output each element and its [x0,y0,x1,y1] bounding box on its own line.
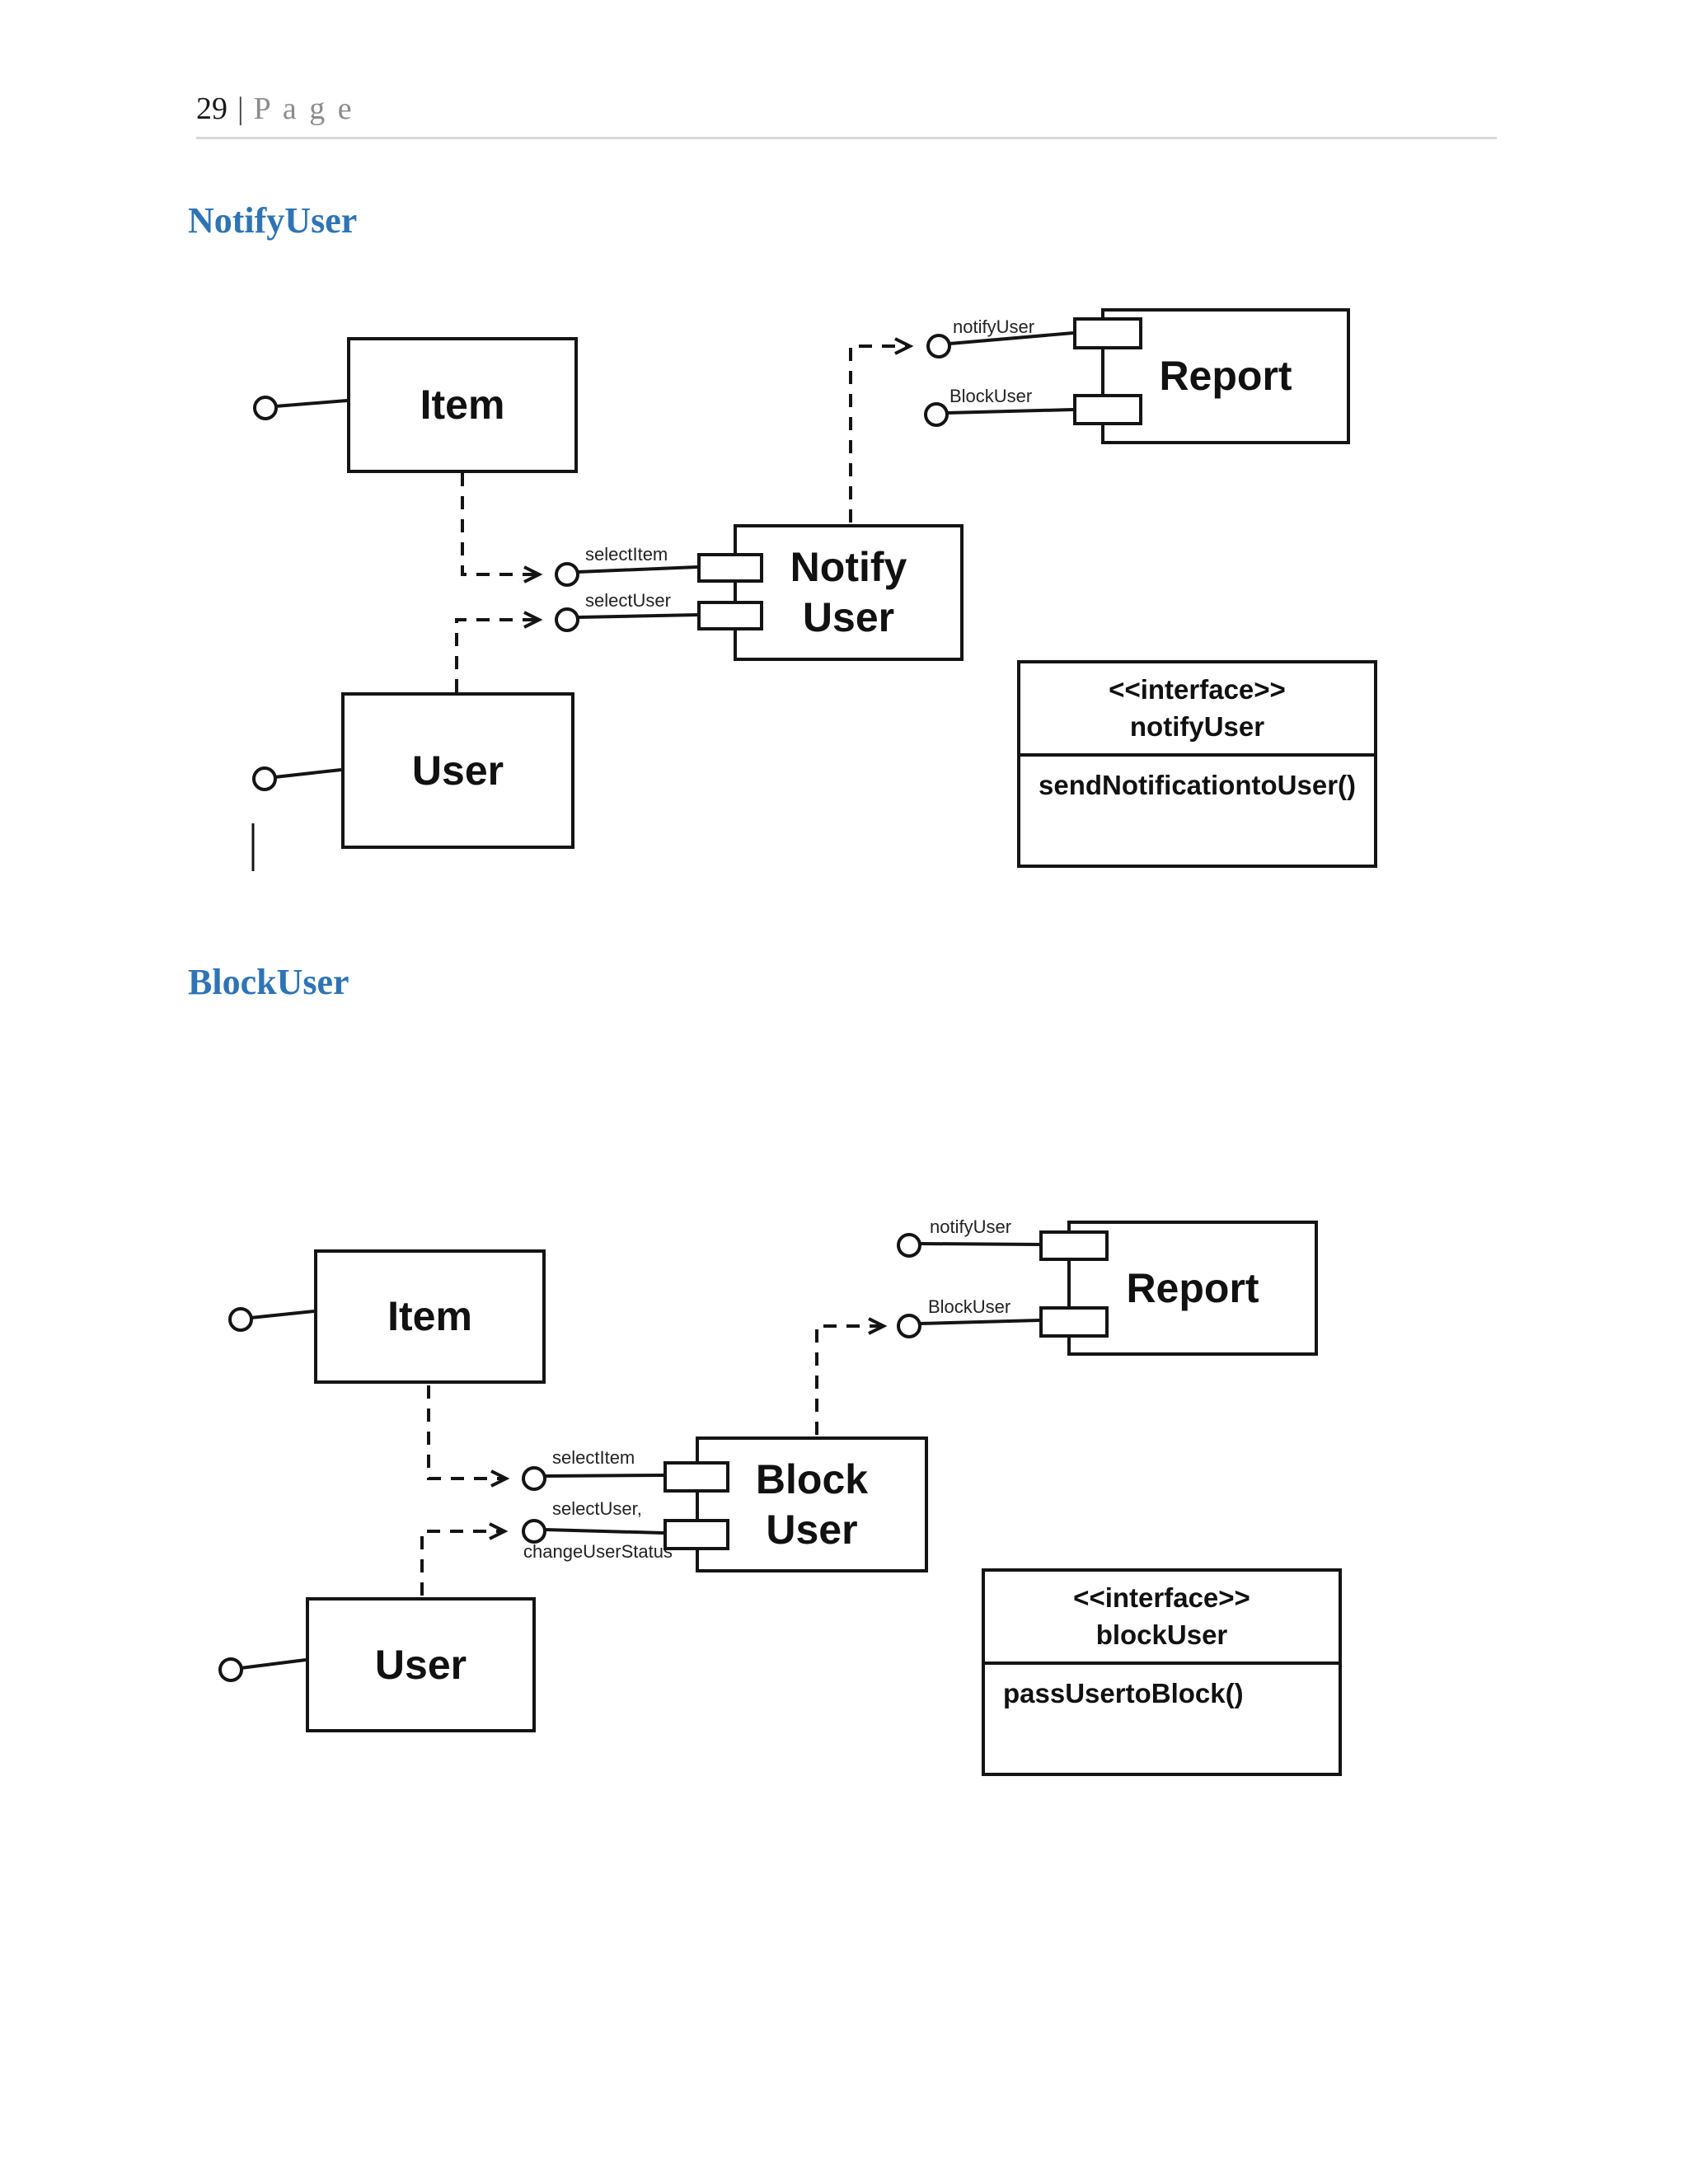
d1-interface-class-box: <<interface>> notifyUser sendNotificatio… [1017,660,1377,868]
d1-selectitem-arrowhead-icon [523,565,543,583]
header-rule [196,137,1497,139]
d1-selectuser-label: selectUser [585,590,671,611]
d2-selectitem-port [663,1461,729,1493]
d2-selectuser-port [663,1519,729,1550]
d1-item-component-box: Item [347,337,578,473]
d1-selectitem-label: selectItem [585,544,668,565]
d2-interface-title: <<interface>> blockUser [985,1572,1339,1665]
d2-item-component-box: Item [314,1249,546,1384]
d2-blockuser-label: BlockUser [928,1296,1011,1317]
d1-report-notifyuser-interface-icon [926,334,951,359]
d2-item-provided-interface-icon [228,1307,253,1332]
d1-user-lollipop-stem [274,768,342,779]
d2-user-provided-interface-icon [218,1657,243,1682]
d2-user-to-selectuser-dashed-connector [420,1530,503,1596]
d2-block-user-label: Block User [755,1455,869,1553]
d1-selectitem-interface-icon [555,562,579,587]
d2-user-label: User [374,1641,467,1688]
d2-selectuser-arrowhead-icon [489,1522,509,1540]
d1-selectitem-port-stem [577,565,698,574]
d1-interface-method: sendNotificationtoUser() [1039,770,1357,800]
d2-report-label: Report [1126,1264,1259,1311]
d1-user-to-selectuser-dashed-connector [455,618,537,692]
d2-report-blockuser-port [1039,1306,1109,1338]
d1-item-provided-interface-icon [253,396,278,420]
d1-selectuser-arrowhead-icon [523,611,543,629]
d1-user-label: User [411,747,504,794]
d1-notifyuser-label: notifyUser [953,316,1035,337]
d1-interface-title: <<interface>> notifyUser [1020,663,1374,757]
d1-report-blockuser-interface-icon [924,402,949,427]
d1-report-blockuser-port-stem [946,408,1074,415]
d1-notifyuser-arrowhead-icon [894,337,914,355]
d2-interface-method: passUsertoBlock() [1003,1678,1244,1708]
d1-report-notifyuser-port-stem [949,331,1074,345]
d2-selectitem-interface-icon [522,1466,546,1491]
page-header: 29 | P a g e [196,91,354,127]
d1-notifyuser-to-report-dashed-connector [849,344,908,523]
d1-report-label: Report [1159,353,1292,399]
d2-interface-class-box: <<interface>> blockUser passUsertoBlock(… [982,1568,1342,1776]
d1-user-component-box: User [341,692,574,849]
d1-item-to-selectitem-dashed-connector [461,473,537,576]
d1-selectitem-port [697,553,763,583]
d2-report-blockuser-port-stem [919,1319,1040,1325]
page-header-divider: | [237,91,244,126]
d2-item-label: Item [387,1293,472,1339]
d2-report-component-box: Report [1067,1221,1318,1356]
d1-blockuser-label: BlockUser [950,386,1033,406]
d2-notifyuser-label: notifyUser [930,1216,1012,1237]
d1-user-provided-interface-icon [252,766,277,791]
d2-report-notifyuser-port [1039,1230,1109,1261]
d2-interface-stereotype: <<interface>> [1073,1582,1250,1613]
d2-report-blockuser-interface-icon [897,1314,921,1338]
d1-selectuser-port [697,601,763,630]
d2-user-lollipop-stem [240,1658,307,1670]
d1-selectuser-interface-icon [555,607,579,632]
d2-item-lollipop-stem [250,1310,315,1319]
d2-changeuserstatus-label: changeUserStatus [523,1541,673,1562]
page-label: P a g e [253,91,354,126]
d2-selectitem-label: selectItem [552,1447,635,1468]
d2-interface-name: blockUser [1095,1619,1228,1650]
heading-notifyuser: NotifyUser [188,200,358,241]
d2-selectitem-arrowhead-icon [490,1469,510,1488]
d2-user-component-box: User [306,1597,536,1732]
d2-selectitem-port-stem [544,1474,664,1478]
d2-item-to-selectitem-dashed-connector [427,1385,504,1480]
d2-blockuser-arrowhead-icon [868,1317,888,1335]
page-number: 29 [196,91,227,126]
d2-selectuser-label: selectUser, [552,1498,642,1519]
d2-block-user-component-box: Block User [696,1436,928,1572]
d1-report-component-box: Report [1101,308,1350,444]
d1-selectuser-port-stem [577,613,698,619]
d1-notify-user-label: Notify User [790,544,907,640]
d1-report-notifyuser-port [1073,317,1142,349]
d2-blockuser-to-report-dashed-connector [815,1324,882,1435]
d2-selectuser-interface-icon [522,1519,546,1544]
d1-report-blockuser-port [1073,394,1142,425]
d1-notify-user-component-box: Notify User [734,524,964,661]
d1-item-label: Item [420,382,505,428]
d1-item-lollipop-stem [274,399,348,408]
d2-report-notifyuser-interface-icon [897,1233,921,1258]
d2-selectuser-port-stem [544,1528,664,1535]
d1-interface-stereotype: <<interface>> [1109,673,1286,705]
heading-blockuser: BlockUser [188,962,349,1002]
d1-interface-name: notifyUser [1129,710,1265,742]
